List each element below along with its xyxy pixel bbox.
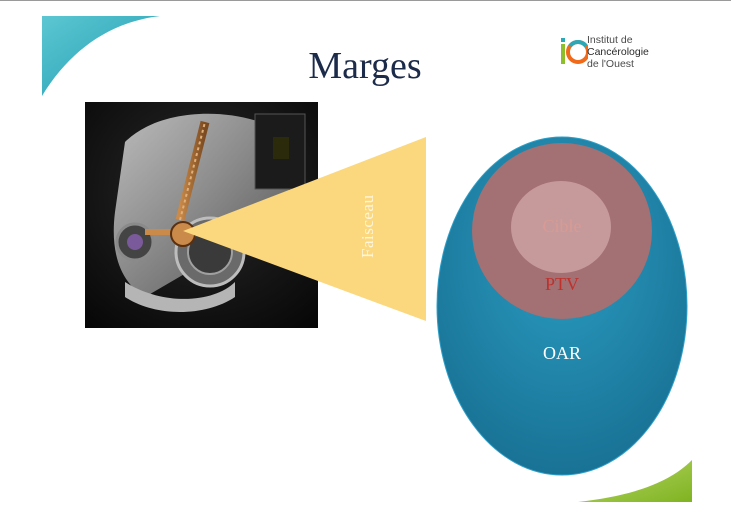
logo-line-3: de l'Ouest [587, 58, 634, 70]
institute-logo: Institut de Cancérologie de l'Ouest [558, 28, 688, 78]
ptv-label: PTV [544, 274, 579, 294]
logo-text: Institut de Cancérologie de l'Ouest [587, 34, 649, 70]
logo-line-2: Cancérologie [587, 46, 649, 58]
logo-mark-icon [561, 38, 588, 64]
beam-triangle [183, 137, 426, 321]
oar-label: OAR [542, 343, 581, 363]
beam-label: Faisceau [358, 194, 377, 258]
linac-photo [85, 102, 318, 328]
target-ellipse [511, 181, 611, 273]
slide-title: Marges [308, 45, 422, 87]
logo-line-1: Institut de [587, 34, 633, 46]
top-rule [0, 0, 731, 1]
target-label: Cible [542, 216, 582, 236]
